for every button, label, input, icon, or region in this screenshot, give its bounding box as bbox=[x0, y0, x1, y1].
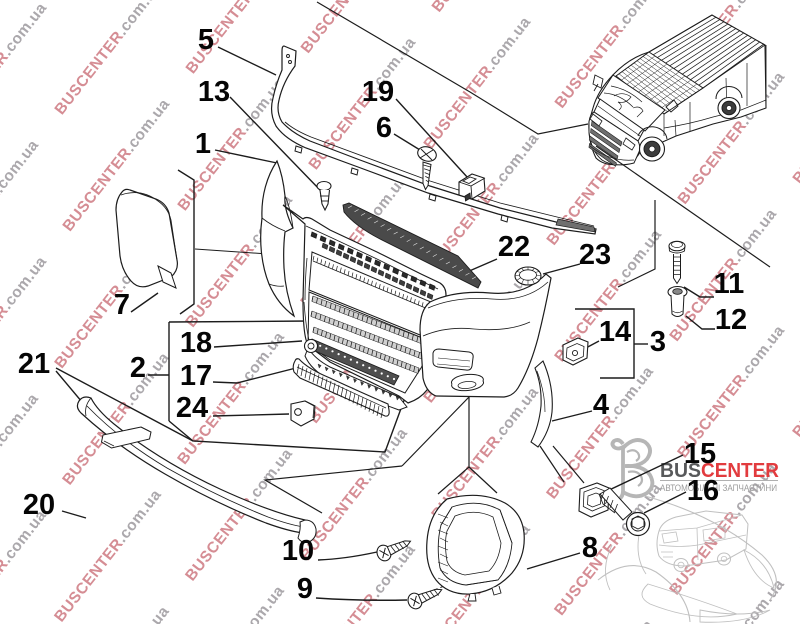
svg-text:17: 17 bbox=[180, 360, 212, 392]
svg-text:21: 21 bbox=[18, 348, 50, 380]
svg-text:12: 12 bbox=[715, 304, 747, 336]
svg-text:8: 8 bbox=[582, 532, 598, 564]
svg-text:1: 1 bbox=[195, 128, 211, 160]
svg-text:14: 14 bbox=[599, 316, 631, 348]
svg-text:20: 20 bbox=[23, 489, 55, 521]
svg-text:2: 2 bbox=[130, 352, 146, 384]
svg-text:24: 24 bbox=[176, 392, 208, 424]
svg-text:11: 11 bbox=[714, 268, 745, 300]
svg-text:10: 10 bbox=[282, 535, 314, 567]
svg-text:16: 16 bbox=[687, 475, 719, 507]
svg-text:7: 7 bbox=[114, 289, 130, 321]
svg-text:CENTER: CENTER bbox=[701, 460, 780, 482]
svg-text:15: 15 bbox=[684, 438, 716, 470]
svg-text:BUS: BUS bbox=[660, 460, 701, 482]
svg-text:5: 5 bbox=[198, 24, 214, 56]
svg-text:9: 9 bbox=[297, 573, 313, 605]
svg-text:4: 4 bbox=[593, 389, 609, 421]
svg-text:3: 3 bbox=[650, 326, 666, 358]
svg-text:22: 22 bbox=[498, 231, 530, 263]
svg-text:18: 18 bbox=[180, 327, 212, 359]
svg-text:19: 19 bbox=[362, 76, 394, 108]
svg-text:АВТОМОБІЛЬНІ ЗАПЧАСТИНИ: АВТОМОБІЛЬНІ ЗАПЧАСТИНИ bbox=[660, 483, 777, 494]
svg-text:23: 23 bbox=[579, 239, 611, 271]
svg-text:13: 13 bbox=[198, 76, 230, 108]
svg-text:6: 6 bbox=[376, 112, 392, 144]
